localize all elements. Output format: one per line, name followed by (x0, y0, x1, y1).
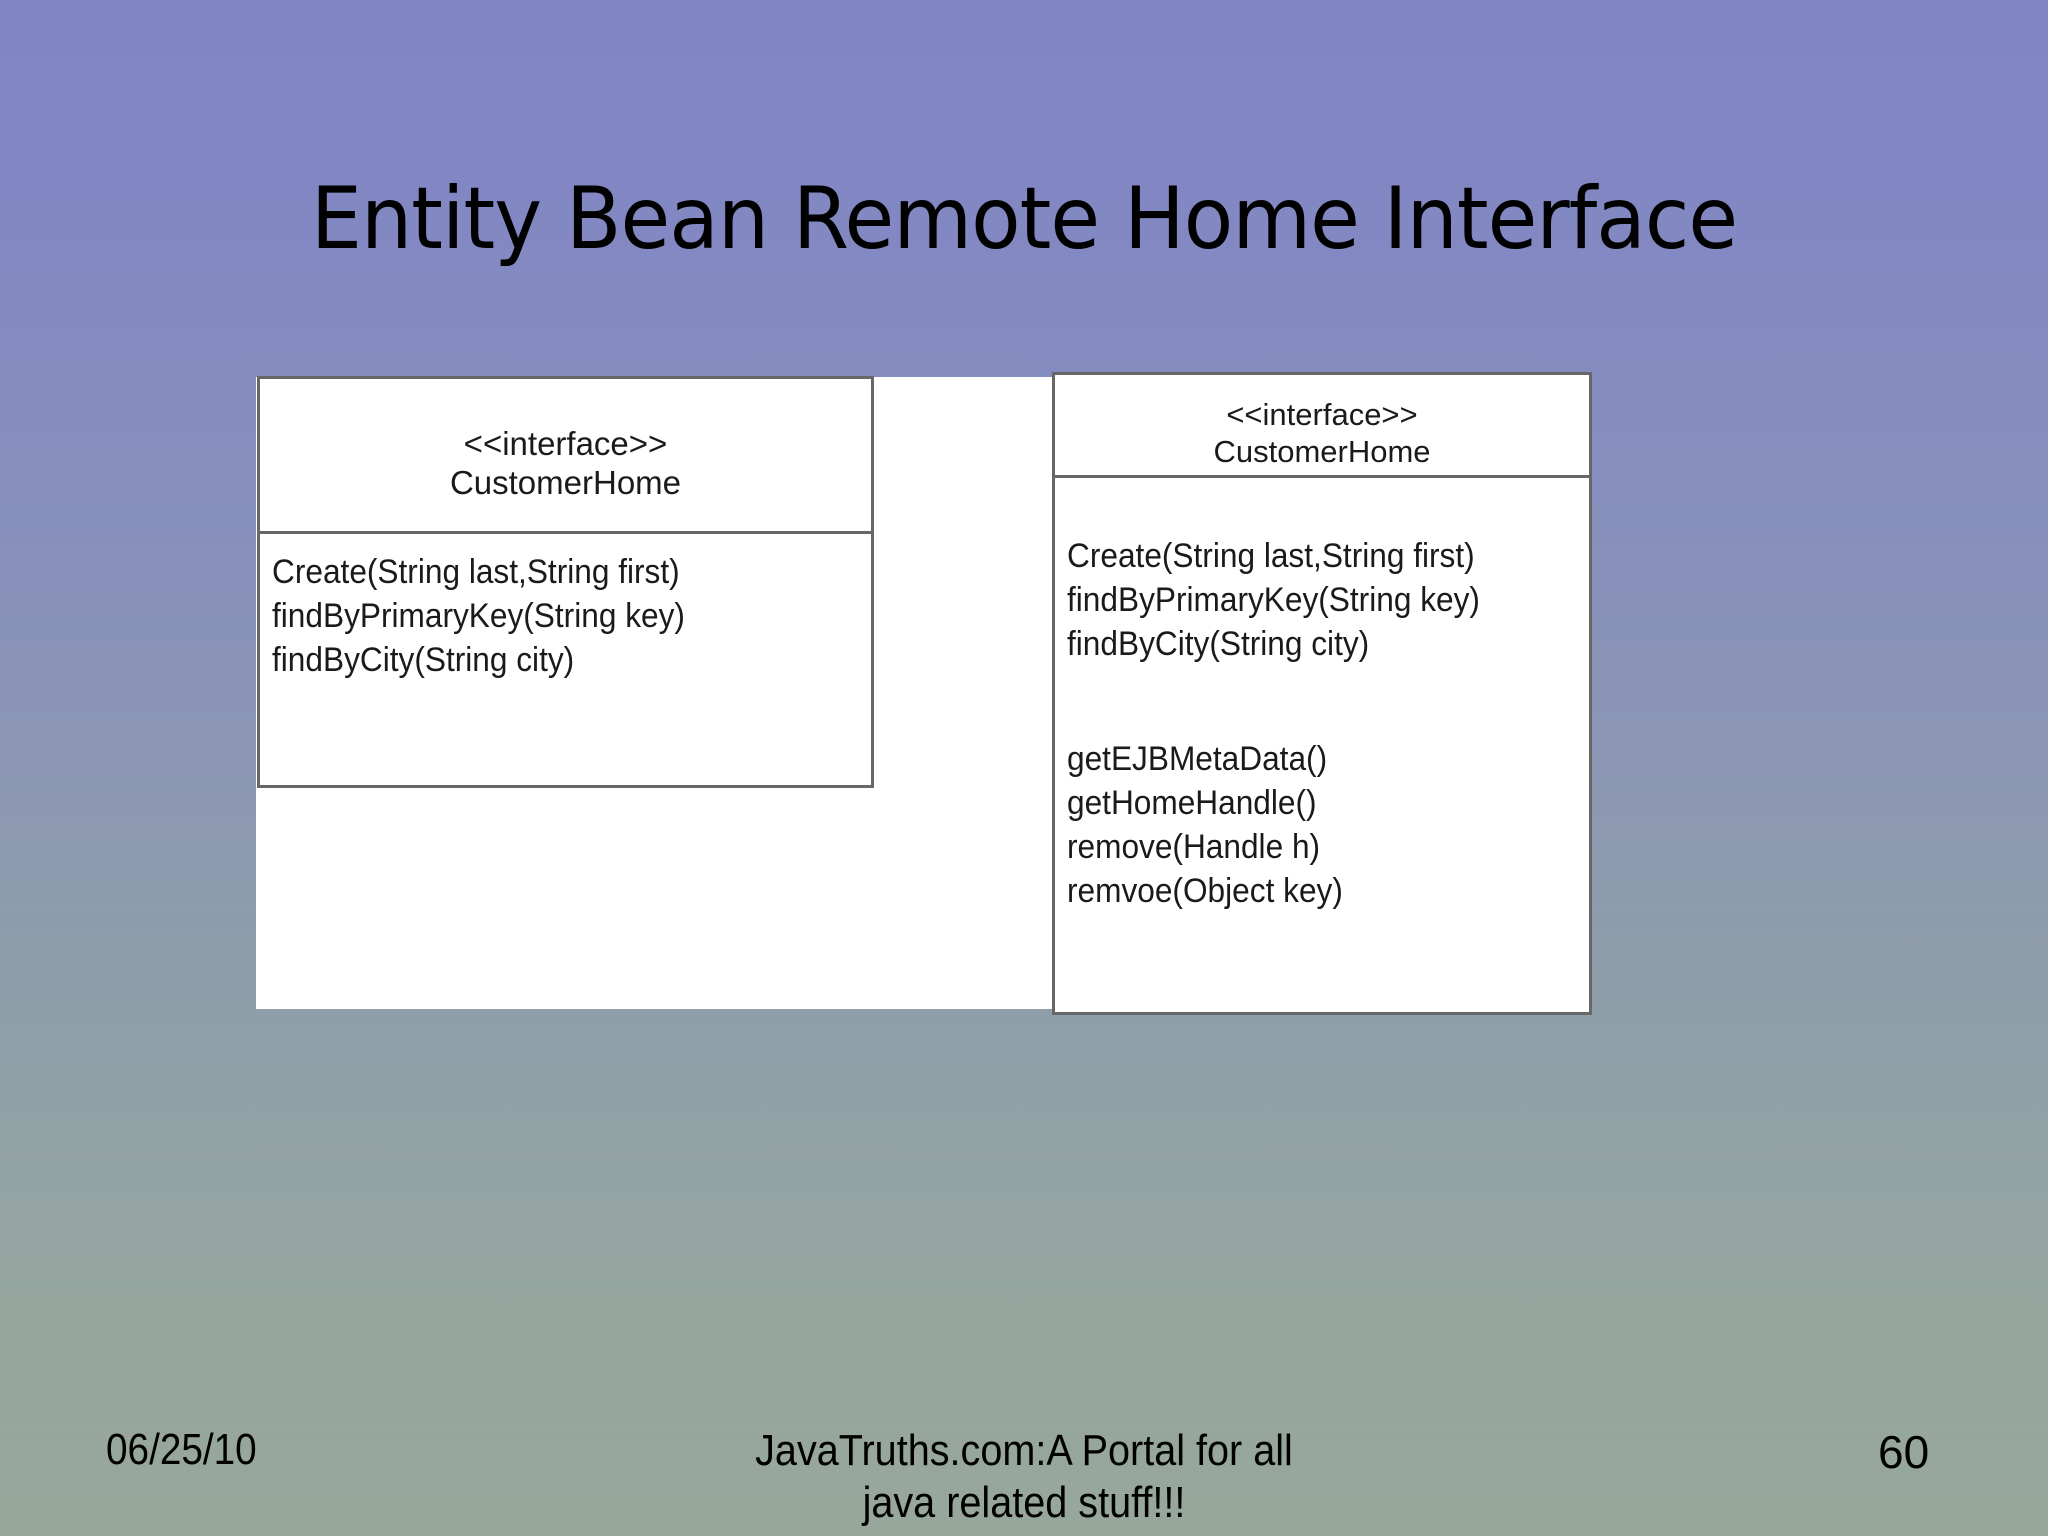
footer-date: 06/25/10 (106, 1425, 257, 1474)
footer-credit: JavaTruths.com:A Portal for all java rel… (655, 1425, 1393, 1529)
uml-inherited-method: remvoe(Object key) (1067, 872, 1343, 911)
uml-inherited-method: remove(Handle h) (1067, 827, 1321, 866)
uml-class-header-left: <<interface>> CustomerHome (260, 379, 871, 534)
uml-method: findByCity(String city) (272, 641, 575, 680)
uml-method: findByPrimaryKey(String key) (1067, 581, 1480, 620)
uml-method-group-separator (1067, 667, 1589, 737)
uml-class-name-left: CustomerHome (449, 463, 682, 501)
uml-method: Create(String last,String first) (272, 553, 680, 591)
footer-page-number: 60 (1878, 1426, 1930, 1478)
uml-inherited-method: getEJBMetaData() (1067, 739, 1328, 778)
uml-stereotype-left: <<interface>> (463, 425, 668, 462)
uml-method-list-left: Create(String last,String first) findByP… (260, 534, 871, 683)
uml-stereotype-right: <<interface>> (1226, 397, 1418, 432)
uml-class-box-right[interactable]: <<interface>> CustomerHome Create(String… (1052, 372, 1592, 1015)
uml-method-list-right: Create(String last,String first) findByP… (1055, 478, 1589, 913)
uml-class-box-left[interactable]: <<interface>> CustomerHome Create(String… (257, 376, 874, 788)
slide-footer: 06/25/10 JavaTruths.com:A Portal for all… (0, 1415, 2048, 1536)
uml-method: findByPrimaryKey(String key) (272, 597, 685, 636)
uml-class-header-right: <<interface>> CustomerHome (1055, 375, 1589, 478)
footer-credit-line-2: java related stuff!!! (862, 1477, 1186, 1527)
uml-method: findByCity(String city) (1067, 625, 1370, 664)
uml-class-name-right: CustomerHome (1213, 433, 1431, 469)
footer-credit-line-1: JavaTruths.com:A Portal for all (755, 1426, 1293, 1475)
page-title: Entity Bean Remote Home Interface (310, 168, 1738, 269)
uml-inherited-method: getHomeHandle() (1067, 783, 1317, 822)
uml-method: Create(String last,String first) (1067, 537, 1475, 575)
